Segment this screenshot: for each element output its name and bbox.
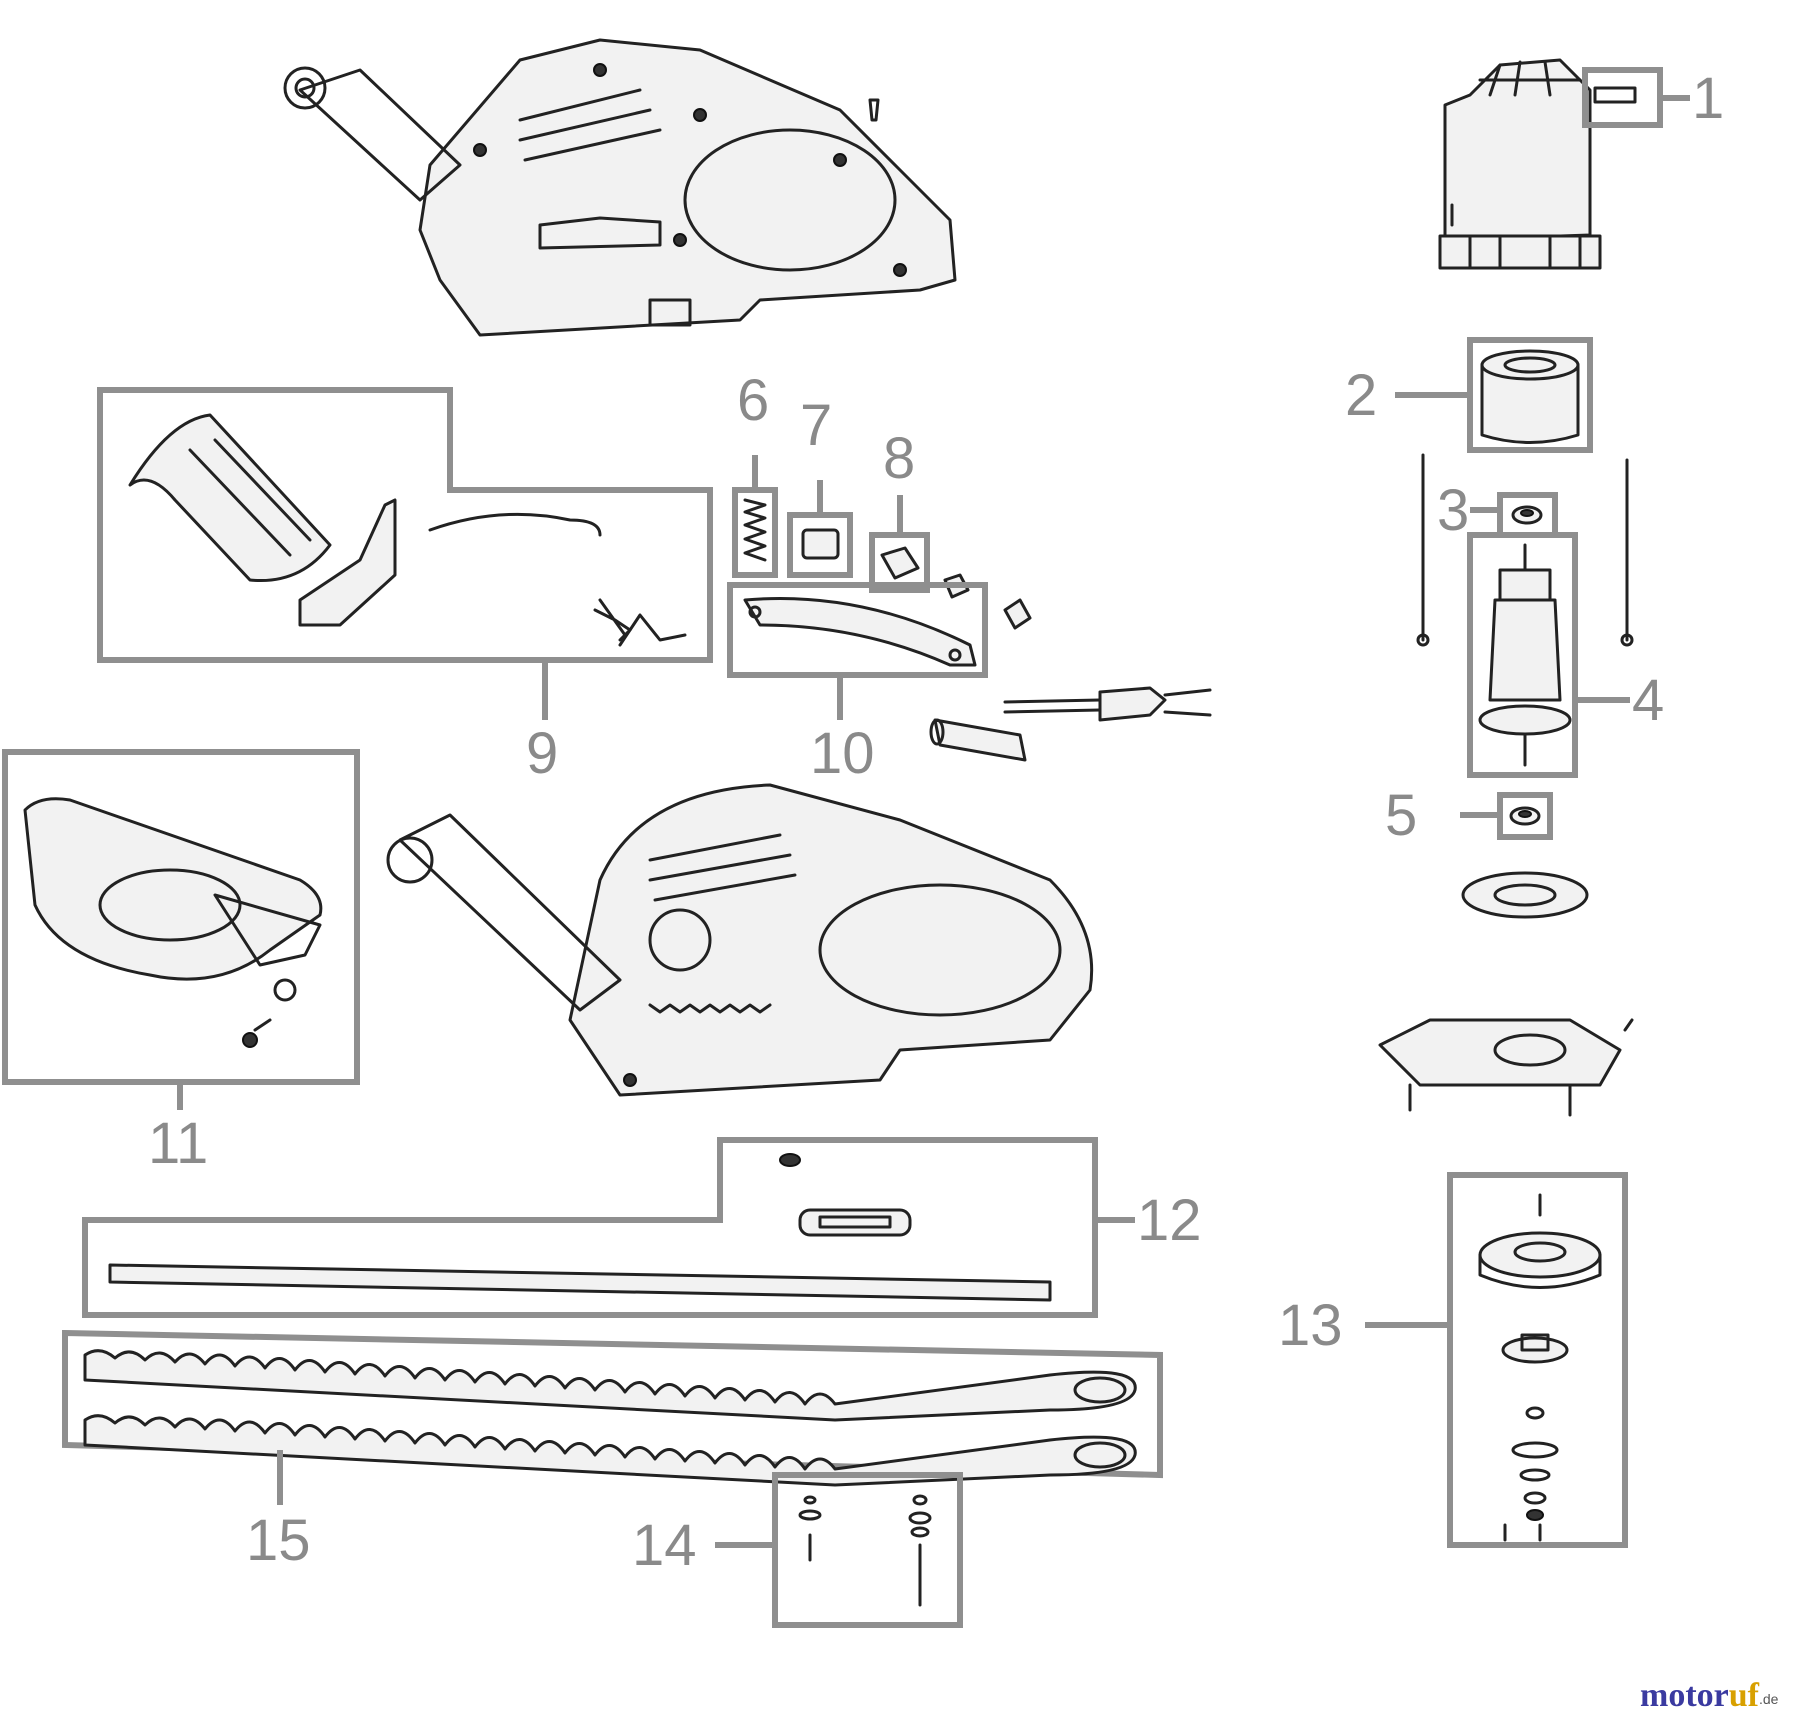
part-12-group: 12 xyxy=(82,1137,1202,1318)
housing-shell-right xyxy=(386,783,1094,1097)
cable-sleeve-and-plug xyxy=(929,686,1212,762)
part-12-callout-box xyxy=(82,1137,1098,1318)
part-13-group: 13 xyxy=(1278,1172,1628,1548)
part-label-5: 5 xyxy=(1385,783,1417,848)
housing-shell-left xyxy=(283,38,957,337)
part-label-13: 13 xyxy=(1278,1293,1343,1358)
watermark-domain: .de xyxy=(1759,1691,1779,1707)
part-label-1: 1 xyxy=(1692,66,1724,131)
part-9-callout-box xyxy=(97,387,713,663)
part-14-callout-box xyxy=(772,1472,963,1628)
part-11-group: 11 xyxy=(2,749,360,1176)
part-label-15: 15 xyxy=(246,1508,311,1573)
part-label-2: 2 xyxy=(1345,363,1377,428)
part-15-callout-box xyxy=(62,1329,1163,1479)
part-label-7: 7 xyxy=(800,393,832,458)
motor-long-screws xyxy=(1416,453,1634,647)
watermark-brand-part1: motor xyxy=(1640,1677,1729,1714)
part-10-group: 10 xyxy=(727,582,988,786)
part-4-group: 4 xyxy=(1467,532,1664,778)
part-4-callout-box xyxy=(1467,532,1578,778)
part-label-8: 8 xyxy=(883,426,915,491)
part-label-6: 6 xyxy=(737,368,769,433)
part-15-group: 15 xyxy=(62,1329,1163,1573)
part-9-group: 9 xyxy=(97,387,713,786)
part-2-group: 2 xyxy=(1345,337,1593,453)
brush-ring-and-base-plate xyxy=(1378,871,1634,1117)
part-label-10: 10 xyxy=(810,721,875,786)
part-label-9: 9 xyxy=(526,721,558,786)
part-8-group: 8 xyxy=(869,426,1032,630)
part-7-group: 7 xyxy=(787,393,853,578)
part-label-11: 11 xyxy=(148,1111,208,1176)
part-6-group: 6 xyxy=(732,368,778,578)
part-1-group: 1 xyxy=(1438,58,1724,270)
part-14-group: 14 xyxy=(632,1472,963,1628)
part-label-3: 3 xyxy=(1437,478,1469,543)
watermark: motoruf.de xyxy=(1640,1677,1779,1714)
part-label-14: 14 xyxy=(632,1513,697,1578)
part-5-group: 5 xyxy=(1385,783,1553,848)
part-13-callout-box xyxy=(1447,1172,1628,1548)
part-label-4: 4 xyxy=(1632,668,1664,733)
part-3-group: 3 xyxy=(1437,478,1558,543)
svg-text:motoruf.de: motoruf.de xyxy=(1640,1677,1779,1714)
part-10-callout-box xyxy=(727,582,988,678)
watermark-brand-part2: uf xyxy=(1729,1677,1760,1714)
part-label-12: 12 xyxy=(1137,1188,1202,1253)
